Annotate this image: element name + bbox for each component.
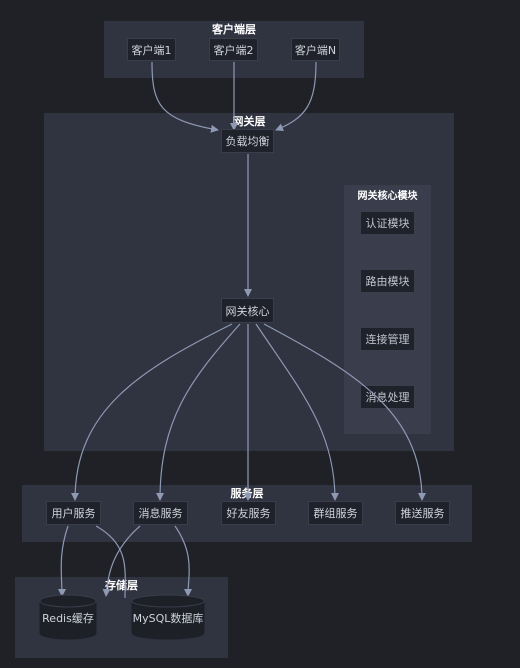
edge-user-mysql [95,525,126,599]
edge-core-user [71,323,233,501]
client-node-1[interactable]: 客户端1 [127,38,176,61]
edge-message-redis [102,525,141,597]
gateway-layer-title: 网关层 [232,115,266,128]
edge-clientn-lb [275,61,317,132]
message-service-node[interactable]: 消息服务 [133,501,188,525]
edge-user-redis [57,525,69,597]
friend-service-node[interactable]: 好友服务 [221,501,276,525]
edge-core-push [263,323,426,501]
edge-core-group [255,323,339,501]
client-node-n[interactable]: 客户端N [291,38,340,61]
redis-cache-node[interactable]: Redis缓存 [39,594,97,640]
mysql-database-node[interactable]: MySQL数据库 [131,594,205,640]
database-cylinder-icon [131,594,205,640]
core-modules-title: 网关核心模块 [357,191,418,202]
storage-layer-title: 存储层 [105,579,138,592]
routing-module[interactable]: 路由模块 [360,269,415,293]
user-service-node[interactable]: 用户服务 [46,501,101,525]
gateway-core-node[interactable]: 网关核心 [221,298,274,323]
group-service-node[interactable]: 群组服务 [308,501,363,525]
client-node-2[interactable]: 客户端2 [209,38,258,61]
edge-message-mysql [174,525,193,597]
client-layer-title: 客户端层 [212,23,256,36]
edge-core-message [156,323,241,501]
edge-client1-lb [151,61,219,133]
connection-management-module[interactable]: 连接管理 [360,327,415,351]
message-processing-module[interactable]: 消息处理 [360,385,415,409]
auth-module[interactable]: 认证模块 [360,211,415,235]
load-balancer-node[interactable]: 负载均衡 [221,129,274,153]
redis-cache-label: Redis缓存 [42,612,94,625]
mysql-database-label: MySQL数据库 [132,612,204,625]
database-cylinder-icon [39,594,97,640]
push-service-node[interactable]: 推送服务 [395,501,450,525]
